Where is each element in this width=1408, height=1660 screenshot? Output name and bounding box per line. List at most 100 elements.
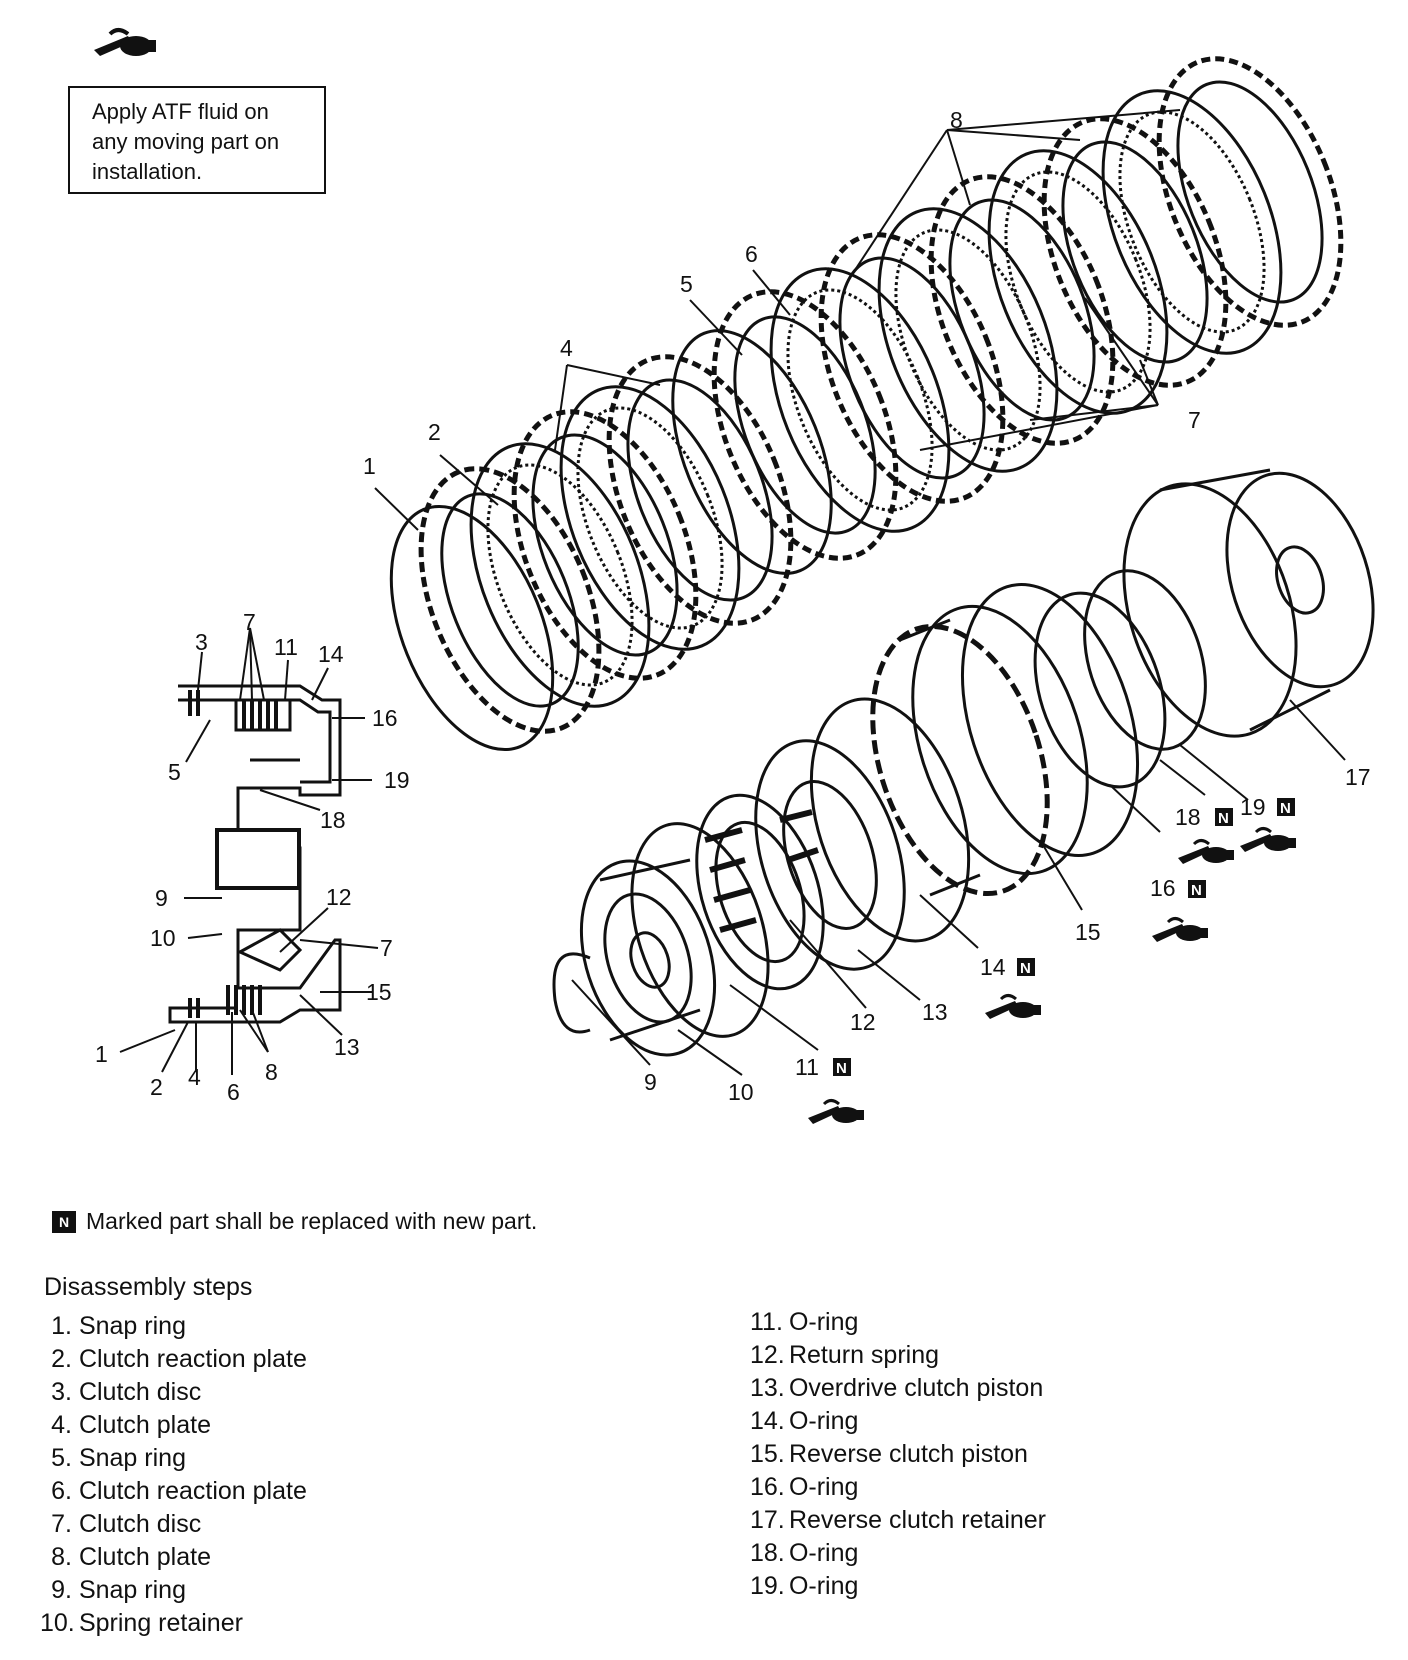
oil-can-icon-11: [806, 1099, 866, 1126]
clutch-disc-7b: [877, 207, 1059, 473]
label-1: 1: [363, 453, 376, 479]
new-part-n-icon-14: N: [1017, 958, 1035, 977]
label-9: 9: [644, 1069, 657, 1095]
step-item: 7. Clutch disc: [51, 1510, 202, 1538]
step-item: 1. Snap ring: [51, 1312, 186, 1340]
section-label-1: 1: [95, 1041, 108, 1067]
section-label-3: 3: [195, 629, 208, 655]
clutch-plate-4a: [511, 409, 699, 681]
oil-can-icon-14: [983, 994, 1043, 1021]
note-line-1: Apply ATF fluid on: [92, 99, 269, 124]
reaction-plate-6: [711, 289, 899, 561]
section-label-6: 6: [227, 1079, 240, 1105]
section-label-16: 16: [372, 705, 398, 731]
section-leaders: [119, 627, 379, 1075]
oil-can-icon-16: [1150, 917, 1210, 944]
o-ring-14: [809, 697, 971, 943]
lower-leaders: [571, 699, 1346, 1076]
svg-text:N: N: [836, 1060, 847, 1077]
clutch-plate-8b: [928, 174, 1116, 446]
section-label-14: 14: [318, 641, 344, 667]
section-label-5: 5: [168, 759, 181, 785]
section-label-13: 13: [334, 1034, 360, 1060]
o-ring-18: [1033, 591, 1167, 789]
clutch-pack: [389, 56, 1344, 752]
label-8: 8: [950, 107, 963, 133]
section-label-19: 19: [384, 767, 410, 793]
new-part-n-icon: N: [52, 1210, 76, 1233]
section-label-9: 9: [155, 885, 168, 911]
label-14: 14: [980, 954, 1006, 980]
upper-leaders: [374, 109, 1181, 531]
clutch-disc-3b: [559, 385, 741, 651]
label-5: 5: [680, 271, 693, 297]
reverse-retainer-17: [1122, 468, 1375, 738]
svg-text:N: N: [1020, 960, 1031, 977]
step-item: 14. O-ring: [750, 1407, 859, 1435]
clutch-plate-8c: [1041, 116, 1229, 388]
label-7: 7: [1188, 407, 1201, 433]
step-item: 10. Spring retainer: [40, 1609, 243, 1637]
step-item: 9. Snap ring: [51, 1576, 186, 1604]
snap-ring-9: [552, 952, 591, 1034]
label-18: 18: [1175, 804, 1201, 830]
step-item: 18. O-ring: [750, 1539, 859, 1567]
reaction-plate-2: [418, 466, 602, 734]
label-16: 16: [1150, 875, 1176, 901]
clutch-plate-8a: [818, 232, 1006, 504]
steps-title: Disassembly steps: [44, 1273, 253, 1301]
step-item: 11. O-ring: [750, 1308, 859, 1336]
o-ring-11: [630, 822, 770, 1038]
label-13: 13: [922, 999, 948, 1025]
overdrive-piston-13: [754, 739, 906, 971]
step-item: 6. Clutch reaction plate: [51, 1477, 307, 1505]
legend-text: Marked part shall be replaced with new p…: [86, 1208, 538, 1234]
svg-text:N: N: [1218, 810, 1229, 827]
step-item: 8. Clutch plate: [51, 1543, 211, 1571]
note-line-2: any moving part on: [92, 129, 280, 154]
label-11: 11: [795, 1054, 819, 1080]
step-item: 3. Clutch disc: [51, 1378, 202, 1406]
snap-ring-1: [389, 504, 555, 752]
section-label-2: 2: [150, 1074, 163, 1100]
section-label-15: 15: [366, 979, 392, 1005]
exploded-diagram: N N N N N 1 2 4 5 6 7 8 9 10 11 12 13 14…: [95, 56, 1375, 1126]
lower-assembly: [552, 468, 1375, 1057]
label-12: 12: [850, 1009, 876, 1035]
oil-can-icon-19: [1238, 827, 1298, 854]
new-part-n-icon-19: N: [1277, 798, 1295, 817]
label-17: 17: [1345, 764, 1371, 790]
section-label-7b: 7: [380, 935, 393, 961]
step-item: 12. Return spring: [750, 1341, 940, 1369]
svg-text:N: N: [1280, 800, 1291, 817]
label-4: 4: [560, 335, 573, 361]
new-part-legend: N Marked part shall be replaced with new…: [52, 1208, 537, 1235]
spring-retainer-10: [579, 858, 717, 1057]
step-item: 2. Clutch reaction plate: [51, 1345, 307, 1373]
o-ring-19: [1083, 569, 1207, 751]
steps-list-left: 1. Snap ring 2. Clutch reaction plate 3.…: [40, 1310, 307, 1640]
label-6: 6: [745, 241, 758, 267]
section-label-11: 11: [274, 634, 298, 660]
return-spring-12: [695, 793, 825, 991]
svg-text:N: N: [1191, 882, 1202, 899]
step-item: 4. Clutch plate: [51, 1411, 211, 1439]
label-15: 15: [1075, 919, 1101, 945]
clutch-disc-7d: [1101, 89, 1283, 355]
oil-can-icon-18: [1176, 839, 1236, 866]
reverse-piston-15: [870, 604, 1089, 897]
snap-ring-5: [671, 329, 833, 575]
step-item: 19. O-ring: [750, 1572, 859, 1600]
label-2: 2: [428, 419, 441, 445]
step-item: 13. Overdrive clutch piston: [750, 1374, 1044, 1402]
section-label-4: 4: [188, 1064, 201, 1090]
label-19: 19: [1240, 794, 1266, 820]
step-item: 15. Reverse clutch piston: [750, 1440, 1028, 1468]
cross-section: [168, 684, 342, 1024]
section-label-7a: 7: [243, 609, 256, 635]
o-ring-16: [960, 583, 1140, 857]
atf-note-box: Apply ATF fluid on any moving part on in…: [68, 86, 326, 194]
step-item: 5. Snap ring: [51, 1444, 186, 1472]
note-line-3: installation.: [92, 159, 203, 184]
section-label-18: 18: [320, 807, 346, 833]
